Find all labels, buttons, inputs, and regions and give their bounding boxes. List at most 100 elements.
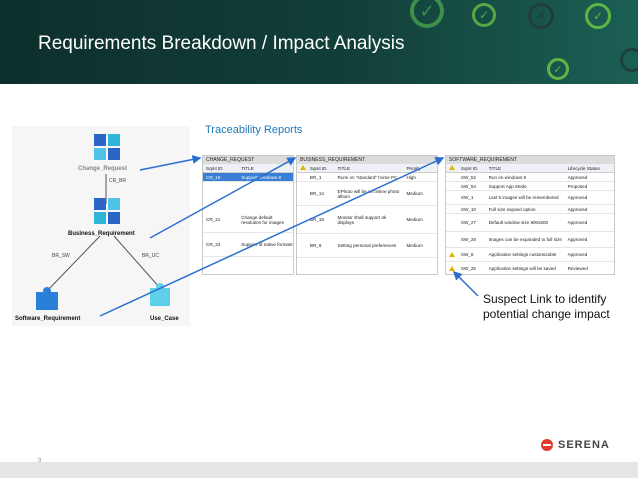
table-row[interactable]: BR_14 EPhoto will be an online photo alb… <box>297 182 437 206</box>
table-row[interactable]: CR_23 Support of native formats <box>203 233 293 257</box>
row-id: SW_28 <box>460 237 476 242</box>
row-id: CR_21 <box>206 217 221 222</box>
table-row[interactable]: SW_1 Last 5 images will be remembered Appr… <box>446 191 614 205</box>
software-requirement-panel: SOFTWARE_REQUIREMENT Sqmt ID TITLE Lifec… <box>445 155 615 275</box>
row-id: SW_10 <box>460 206 476 212</box>
row-title: Change default resolution for images <box>241 214 284 225</box>
row-title: EPhoto will be an online photo album <box>337 188 400 199</box>
node-business-requirement[interactable]: Business_Requirement <box>68 231 135 237</box>
table-row[interactable]: CR_19 Support Windows 8 <box>203 173 293 182</box>
table-row[interactable]: BR_1 Runs on "standard" home PC High <box>297 173 437 182</box>
relationship-diagram: Change_Request CR_BR Business_Requiremen… <box>12 126 190 326</box>
table-row[interactable]: SW_28 Images can be expanded to full size… <box>446 232 614 248</box>
check-circle-icon: ✓ <box>410 0 444 28</box>
row-title: Setting personal preferences <box>337 243 397 248</box>
check-circle-icon: ✓ <box>585 3 611 29</box>
serena-logo: SERENA <box>540 438 610 452</box>
table-spacer <box>203 182 293 207</box>
check-circle-icon: ✓ <box>547 58 569 80</box>
node-change-request[interactable]: Change_Request <box>78 166 128 172</box>
node-software-requirement[interactable]: Software_Requirement <box>15 316 81 322</box>
column-header[interactable]: Lifecycle Status <box>567 166 600 171</box>
table-row[interactable]: CR_21 Change default resolution for imag… <box>203 207 293 233</box>
edge-label-cr-br: CR_BR <box>109 178 126 184</box>
table-row[interactable]: BR_6 Setting personal preferences Medium <box>297 234 437 258</box>
table-row[interactable]: SW_27 Default window size 800x600 Approved <box>446 214 614 232</box>
row-title: Support Windows 8 <box>241 174 282 180</box>
row-id: CR_23 <box>206 242 221 247</box>
table-header: Sqmt ID TITLE Priority <box>297 164 437 173</box>
puzzle-icon-software-requirement <box>34 286 62 317</box>
row-title: Application settings customizable <box>488 252 557 257</box>
row-status: Approved <box>567 252 588 257</box>
row-title: Support App Mode <box>488 183 527 189</box>
row-id: CR_19 <box>206 174 221 180</box>
row-priority: Medium <box>406 191 423 196</box>
puzzle-icon-use-case <box>148 282 174 313</box>
row-title: Support of native formats <box>241 242 293 247</box>
row-title: Default window size 800x600 <box>488 220 549 225</box>
slide-header: Requirements Breakdown / Impact Analysis… <box>0 0 638 84</box>
column-header[interactable]: TITLE <box>337 166 351 171</box>
traceability-title: Traceability Reports <box>205 124 303 136</box>
row-priority: Medium <box>406 217 423 222</box>
circle-icon <box>620 48 638 72</box>
row-status: Approved <box>567 206 588 212</box>
slide-title: Requirements Breakdown / Impact Analysis <box>38 33 405 54</box>
close-circle-icon: ✕ <box>528 3 554 29</box>
row-status: Approved <box>567 220 588 225</box>
warning-icon <box>300 165 306 170</box>
column-header[interactable]: Sqmt ID <box>460 166 478 171</box>
column-header[interactable]: TITLE <box>241 166 254 171</box>
suspect-link-callout: Suspect Link to identify potential chang… <box>483 292 610 321</box>
column-header[interactable]: Priority <box>406 166 421 171</box>
arrow-suspect-link <box>452 270 479 297</box>
warning-column <box>446 164 458 172</box>
warning-icon <box>449 265 455 271</box>
panel-title: CHANGE_REQUEST <box>203 156 293 164</box>
row-id: BR_6 <box>309 243 322 248</box>
logo-text: SERENA <box>558 439 610 451</box>
row-title: Runs on "standard" home PC <box>337 174 398 180</box>
row-id: SW_54 <box>460 183 476 189</box>
row-title: Application settings will be saved <box>488 266 556 271</box>
row-id: BR_19 <box>309 217 324 222</box>
row-title: Last 5 images will be remembered <box>488 195 559 200</box>
row-status: Approved <box>567 237 588 242</box>
warning-column <box>297 164 307 172</box>
row-id: SW_52 <box>460 174 476 180</box>
row-title: Images can be expanded to full size <box>488 237 562 242</box>
row-priority: High <box>406 174 416 180</box>
edge-br-sw <box>46 235 101 292</box>
table-row[interactable]: BR_19 Monitor shall support 4k displays … <box>297 206 437 234</box>
row-id: SW_8 <box>460 252 474 257</box>
puzzle-icon-change-request <box>92 132 122 167</box>
row-id: SW_1 <box>460 195 474 200</box>
warning-icon <box>449 251 455 257</box>
row-status: Reviewed <box>567 266 588 271</box>
warning-icon <box>449 165 455 170</box>
row-status: Approved <box>567 195 588 200</box>
row-title: Monitor shall support 4k displays <box>337 214 387 225</box>
table-row[interactable]: SW_8 Application settings customizable App… <box>446 248 614 262</box>
column-header[interactable]: Sqmt ID <box>206 166 223 171</box>
column-header[interactable]: TITLE <box>488 166 502 171</box>
edge-label-br-uc: BR_UC <box>142 253 159 259</box>
panel-title: SOFTWARE_REQUIREMENT <box>446 156 614 164</box>
row-priority: Medium <box>406 243 423 248</box>
column-header[interactable]: Sqmt ID <box>309 166 327 171</box>
row-id: BR_14 <box>309 191 324 196</box>
puzzle-icon-business-requirement <box>92 196 122 231</box>
panel-title: BUSINESS_REQUIREMENT <box>297 156 437 164</box>
footer-band <box>0 462 638 478</box>
node-use-case[interactable]: Use_Case <box>150 316 179 322</box>
table-row[interactable]: SW_54 Support App Mode Proposed <box>446 182 614 191</box>
row-id: SW_27 <box>460 220 476 225</box>
business-requirement-panel: BUSINESS_REQUIREMENT Sqmt ID TITLE Prior… <box>296 155 438 275</box>
row-status: Proposed <box>567 183 588 189</box>
change-request-panel: CHANGE_REQUEST Sqmt ID TITLE CR_19 Suppo… <box>202 155 294 275</box>
check-circle-icon: ✓ <box>472 3 496 27</box>
